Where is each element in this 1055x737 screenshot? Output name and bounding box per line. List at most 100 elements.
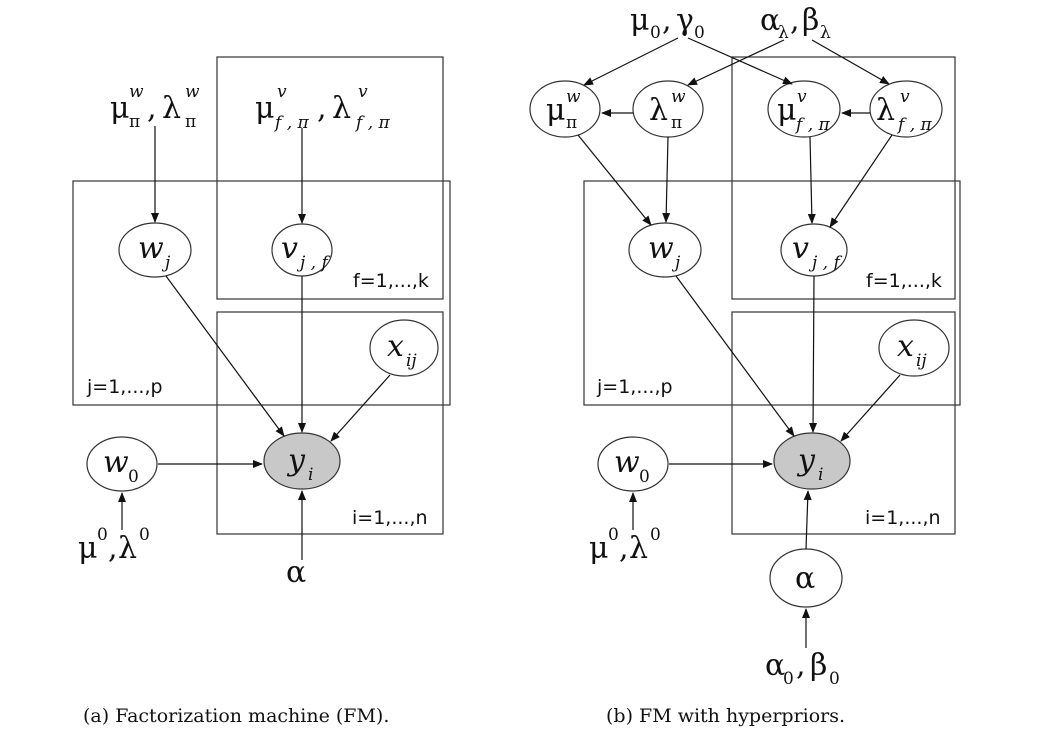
svg-text:λ: λ — [649, 93, 668, 128]
svg-text:0: 0 — [650, 525, 661, 545]
svg-text:0: 0 — [650, 23, 661, 43]
node-w-0 — [86, 436, 158, 492]
svg-text:λ: λ — [332, 91, 351, 126]
edge-mu-w-to-w — [577, 134, 652, 226]
svg-text:0: 0 — [783, 669, 794, 689]
edge-alpha-l-to-lambda-w — [687, 39, 785, 86]
edge-mu-v-to-v — [807, 136, 816, 224]
plate-f-b — [731, 56, 956, 300]
edge-w-to-y-b — [675, 275, 795, 437]
svg-text:μ: μ — [110, 91, 130, 126]
svg-text:0: 0 — [128, 467, 139, 487]
svg-text:j , f: j , f — [296, 253, 330, 273]
svg-text:,: , — [108, 531, 118, 566]
svg-text:μ: μ — [589, 531, 609, 566]
svg-text:μ: μ — [546, 93, 566, 128]
svg-text:β: β — [802, 3, 819, 38]
plate-j-b-label: j=1,...,p — [596, 376, 673, 398]
svg-text:j: j — [671, 253, 681, 273]
node-w-0-b — [597, 436, 669, 492]
svg-text:v: v — [792, 231, 809, 266]
node-lambda-v — [869, 80, 943, 138]
label-alpha-beta-lambda: α λ , β λ — [760, 3, 831, 43]
svg-text:f , π: f , π — [273, 113, 310, 133]
svg-text:μ: μ — [630, 3, 650, 38]
caption-b: (b) FM with hyperpriors. — [606, 705, 845, 727]
svg-text:y: y — [286, 443, 306, 478]
svg-text:w: w — [129, 82, 144, 102]
label-mu-lambda-v: μ v f , π , λ v f , π — [255, 82, 391, 133]
svg-text:λ: λ — [876, 93, 895, 128]
edge-w-to-y — [165, 275, 285, 437]
svg-text:x: x — [897, 329, 914, 364]
svg-text:α: α — [760, 3, 780, 38]
svg-text:ij: ij — [916, 351, 927, 371]
svg-text:w: w — [671, 87, 686, 107]
label-mu-lambda-w: μ w π , λ w π — [110, 82, 200, 132]
svg-text:w: w — [648, 231, 674, 266]
svg-text:v: v — [277, 82, 287, 102]
svg-text:f , π: f , π — [896, 115, 933, 135]
svg-text:β: β — [810, 648, 827, 683]
edge-mu0-to-mu-w — [583, 37, 679, 86]
label-mu0-lambda0-b: μ 0 , λ 0 — [589, 525, 661, 566]
edge-alpha-l-to-lambda-v — [811, 39, 890, 85]
svg-text:,: , — [619, 531, 629, 566]
svg-text:f , π: f , π — [794, 115, 831, 135]
plate-i — [216, 311, 444, 535]
svg-text:w: w — [614, 445, 640, 480]
svg-text:0: 0 — [694, 23, 705, 43]
svg-text:j , f: j , f — [808, 253, 842, 273]
svg-text:,: , — [147, 91, 157, 126]
svg-text:λ: λ — [778, 23, 789, 43]
label-alpha: α — [286, 555, 306, 590]
edge-v-to-y-b — [809, 275, 818, 433]
svg-text:λ: λ — [820, 23, 831, 43]
svg-text:α: α — [765, 648, 785, 683]
svg-text:y: y — [796, 443, 816, 478]
svg-text:0: 0 — [139, 525, 150, 545]
node-mu-v — [767, 80, 841, 138]
svg-text:w: w — [185, 82, 200, 102]
svg-text:w: w — [138, 231, 164, 266]
node-y-i — [263, 432, 341, 490]
plate-f — [216, 56, 444, 300]
edge-lambda-w-to-w — [662, 136, 671, 223]
plate-f-b-label: f=1,...,k — [866, 270, 942, 292]
svg-text:v: v — [281, 231, 298, 266]
svg-text:λ: λ — [629, 531, 648, 566]
node-x-ij — [369, 319, 439, 377]
svg-text:v: v — [797, 87, 807, 107]
edge-alpha-to-y-b — [803, 490, 812, 550]
svg-text:α: α — [795, 561, 815, 596]
svg-text:λ: λ — [162, 91, 181, 126]
svg-text:i: i — [818, 465, 823, 485]
svg-text:μ: μ — [255, 91, 275, 126]
svg-text:π: π — [671, 113, 682, 133]
svg-text:λ: λ — [118, 531, 137, 566]
svg-text:μ: μ — [777, 93, 797, 128]
plate-f-label: f=1,...,k — [353, 270, 429, 292]
svg-text:γ: γ — [676, 3, 694, 38]
edge-x-to-y — [330, 374, 391, 442]
caption-a: (a) Factorization machine (FM). — [83, 705, 389, 727]
svg-text:v: v — [900, 87, 910, 107]
svg-text:,: , — [317, 91, 327, 126]
node-mu-w — [529, 80, 601, 138]
svg-text:0: 0 — [829, 669, 840, 689]
svg-text:,: , — [796, 648, 806, 683]
svg-text:0: 0 — [97, 525, 108, 545]
svg-text:x: x — [387, 329, 404, 364]
plate-i-b-label: i=1,...,n — [865, 507, 941, 529]
node-w-j-b — [628, 222, 702, 278]
label-alpha0-beta0: α 0 , β 0 — [765, 648, 840, 689]
svg-text:π: π — [185, 112, 196, 132]
svg-text:μ: μ — [78, 531, 98, 566]
svg-text:π: π — [566, 113, 577, 133]
svg-text:,: , — [662, 3, 672, 38]
plate-j-b — [583, 180, 961, 406]
edge-x-to-y-b — [840, 374, 901, 442]
svg-text:w: w — [566, 87, 581, 107]
svg-text:f , π: f , π — [354, 113, 391, 133]
